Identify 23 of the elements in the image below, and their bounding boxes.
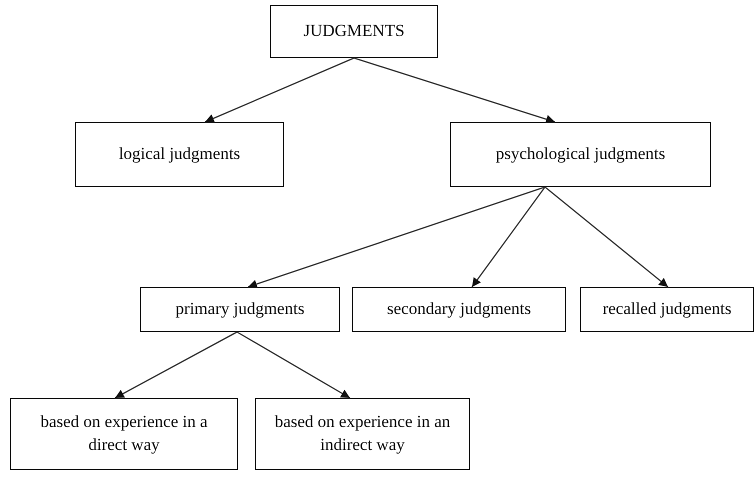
node-label: JUDGMENTS [303, 20, 405, 42]
box [580, 287, 754, 332]
arrow [236, 331, 350, 399]
node-label: primary judgments [176, 298, 304, 320]
node-label: logical judgments [118, 143, 240, 166]
box [75, 122, 284, 187]
box [450, 122, 711, 187]
box [140, 287, 340, 332]
node-label: secondary judgments [387, 298, 531, 320]
node-label: recalled judgments [602, 298, 732, 320]
arrow [248, 186, 546, 288]
arrow [114, 331, 238, 399]
node-label: psychological judgments [496, 143, 666, 166]
box [255, 398, 470, 470]
box [352, 287, 566, 332]
arrow [204, 57, 354, 123]
box [10, 398, 238, 470]
arrow [354, 57, 556, 124]
arrow [471, 186, 546, 288]
box [270, 5, 438, 58]
node-label: based on experience in an indirect way [274, 411, 452, 456]
node-label: based on experience in a direct way [39, 411, 209, 456]
arrow [544, 186, 668, 288]
